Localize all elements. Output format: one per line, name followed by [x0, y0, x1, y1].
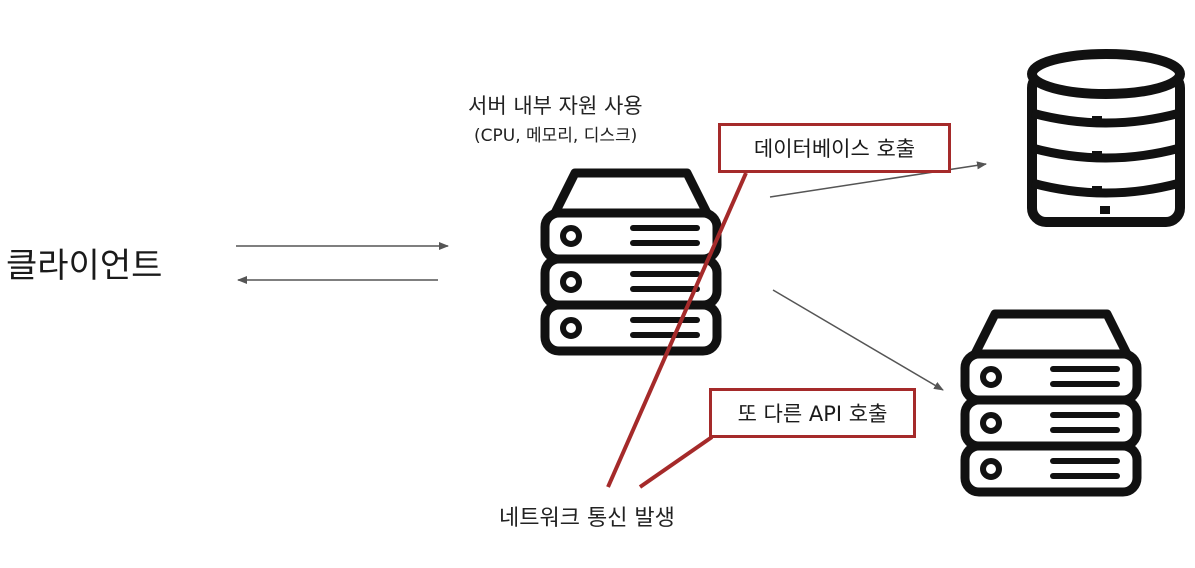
database-call-callout: 데이터베이스 호출 — [718, 123, 951, 173]
network-pointer-api — [638, 435, 714, 489]
network-label: 네트워크 통신 발생 — [499, 506, 675, 531]
server-title: 서버 내부 자원 사용 — [468, 94, 643, 118]
api-server-icon — [965, 314, 1137, 492]
database-icon — [1027, 49, 1185, 227]
api-arrow — [772, 289, 944, 391]
client-label: 클라이언트 — [6, 246, 163, 286]
api-call-callout: 또 다른 API 호출 — [709, 388, 916, 438]
server-icon — [545, 173, 717, 351]
network-pointer-db — [606, 172, 748, 488]
database-call-text: 데이터베이스 호출 — [753, 137, 916, 161]
api-call-text: 또 다른 API 호출 — [737, 402, 888, 426]
server-subtitle: (CPU, 메모리, 디스크) — [474, 126, 638, 146]
